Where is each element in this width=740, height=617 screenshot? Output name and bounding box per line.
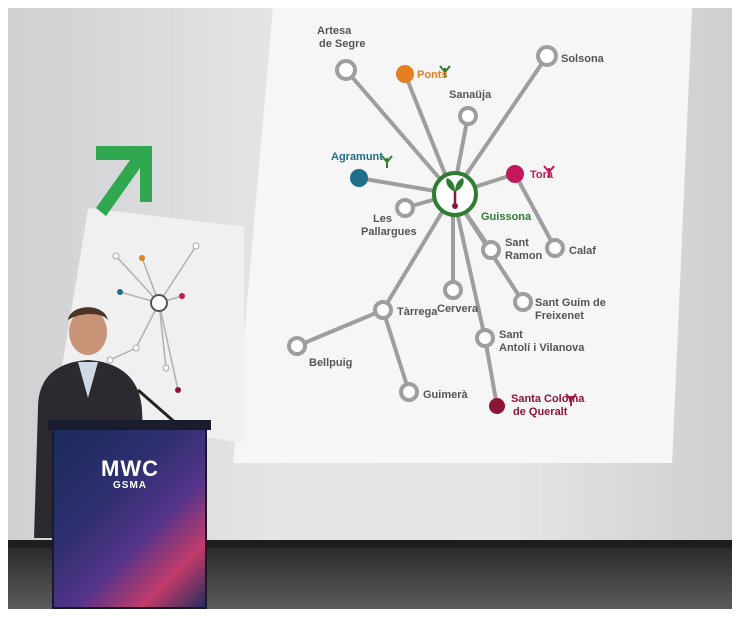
node-pallargues [395,198,415,218]
label-santa-coloma-1: Santa Coloma [511,393,585,405]
label-santa-coloma-2: de Queralt [513,406,568,418]
node-ponts [396,65,414,83]
label-guissona: Guissona [481,211,532,223]
node-calaf [545,238,565,258]
node-tarrega [373,300,393,320]
sprout-icon-tora [543,165,555,178]
label-artesa-2: de Segre [319,38,365,50]
label-tora: Torà [530,169,554,181]
label-solsona: Solsona [561,53,605,65]
node-cervera [443,280,463,300]
label-agramunt: Agramunt [331,151,383,163]
label-ponts: Ponts [417,69,448,81]
link-bellpuig [296,308,384,348]
podium [52,428,207,609]
label-pallargues-1: Les [373,213,392,225]
link-santa-coloma [483,337,499,407]
sprout-icon-santa-coloma [565,393,577,406]
sprout-icon-agramunt [381,155,393,168]
mini-network-diagram [106,242,200,393]
node-sant-antoli [475,328,495,348]
node-solsona [536,45,558,67]
link-guimera [381,309,411,393]
node-agramunt [350,169,368,187]
node-sant-guim [513,292,533,312]
label-guimera: Guimerà [423,389,469,401]
photo-frame: Artesa de Segre Ponts Sanaüja Solsona Ag… [8,8,732,609]
sprout-icon-ponts [439,65,451,78]
network-diagram: Artesa de Segre Ponts Sanaüja Solsona Ag… [287,25,606,418]
label-pallargues-2: Pallargues [361,226,417,238]
node-santa-coloma [489,398,505,414]
node-guimera [399,382,419,402]
label-bellpuig: Bellpuig [309,357,352,369]
label-sant-guim-2: Freixenet [535,310,584,322]
label-sant-ramon-2: Ramon [505,250,543,262]
brand-main: MWC [101,456,159,481]
brand-sub: GSMA [113,480,147,491]
label-cervera: Cervera [437,303,479,315]
link-artesa [344,68,455,196]
label-sant-ramon-1: Sant [505,237,529,249]
node-tora [506,165,524,183]
link-calaf [513,173,557,249]
podium-top [48,420,211,430]
label-sant-antoli-2: Antolí i Vilanova [499,342,585,354]
label-sanauja: Sanaüja [449,89,492,101]
main-projection-screen: Artesa de Segre Ponts Sanaüja Solsona Ag… [233,8,693,463]
node-artesa [335,59,357,81]
node-sant-ramon [481,240,501,260]
label-sant-guim-1: Sant Guim de [535,297,606,309]
link-tarrega [381,192,455,312]
label-calaf: Calaf [569,245,596,257]
sprout-icon [446,178,464,209]
label-artesa-1: Artesa [317,25,352,37]
label-sant-antoli-1: Sant [499,329,523,341]
link-sant-antoli [451,193,487,339]
node-bellpuig [287,336,307,356]
green-arrow-icon [96,146,152,216]
node-sanauja [458,106,478,126]
mwc-logo: MWC GSMA [70,456,190,491]
label-tarrega: Tàrrega [397,306,438,318]
link-solsona [451,54,549,196]
